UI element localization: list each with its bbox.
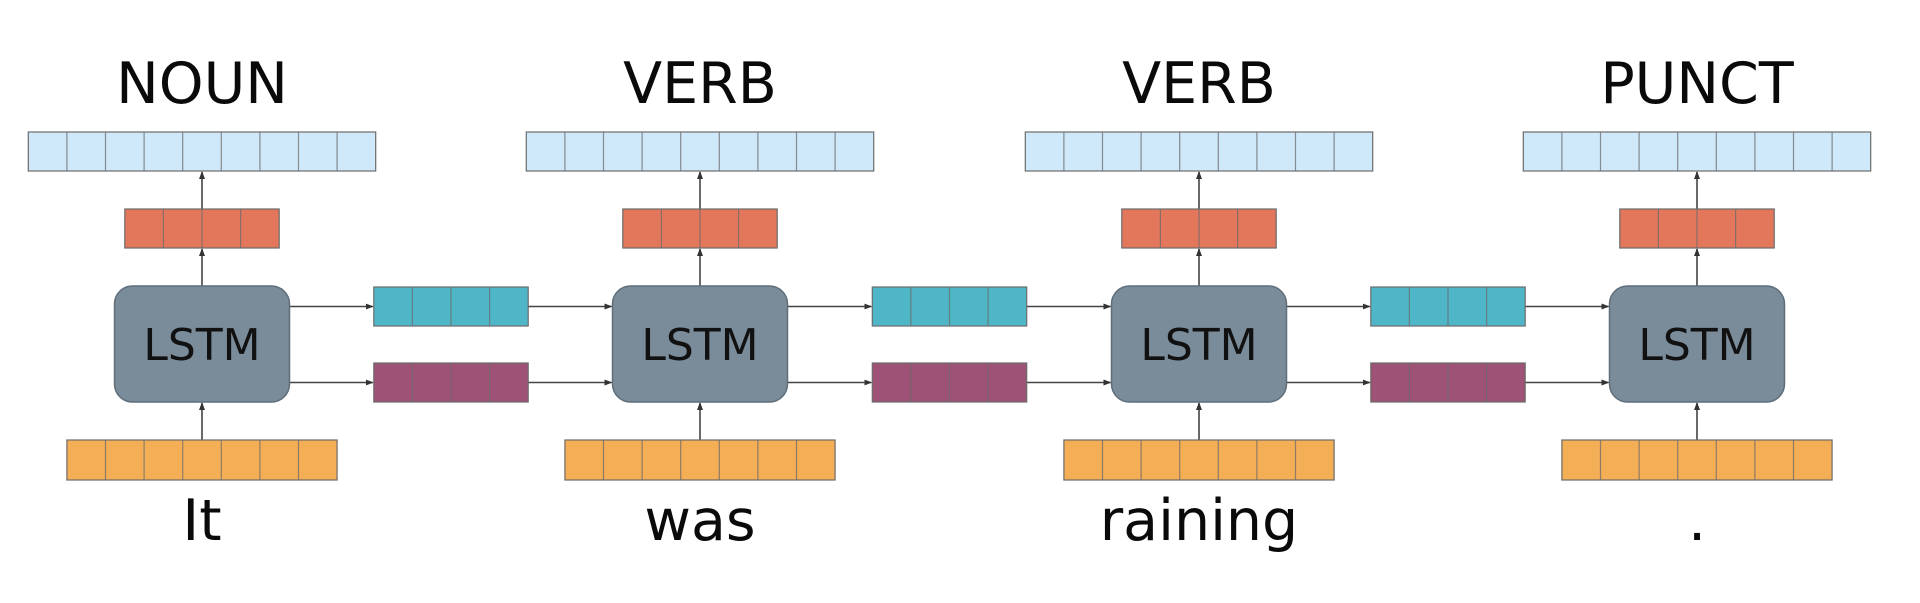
projection-vector (622, 208, 778, 249)
lstm-cell-box (1608, 285, 1786, 403)
output-distribution-vector-body (27, 131, 377, 172)
word-embedding-vector-body (1063, 439, 1335, 481)
output-distribution-vector (1522, 131, 1872, 172)
cell-state-vector (1370, 362, 1526, 403)
pos-tag-label: PUNCT (1600, 51, 1794, 117)
projection-vector (1121, 208, 1277, 249)
output-distribution-vector (1024, 131, 1374, 172)
hidden-state-vector (871, 286, 1028, 327)
output-distribution-vector-body (1024, 131, 1374, 172)
word-embedding-vector (1561, 439, 1833, 481)
output-distribution-vector-body (1522, 131, 1872, 172)
input-word: . (1688, 488, 1706, 554)
cell-state-vector (373, 362, 529, 403)
word-embedding-vector-body (564, 439, 836, 481)
lstm-cell: LSTM (1608, 285, 1786, 403)
word-embedding-vector (1063, 439, 1335, 481)
hidden-state-vector (1370, 286, 1526, 327)
lstm-cell-label: LSTM (1140, 320, 1257, 371)
pos-tag-label: VERB (1122, 51, 1276, 117)
lstm-cell: LSTM (611, 285, 789, 403)
lstm-cell: LSTM (1110, 285, 1288, 403)
input-word: was (644, 488, 755, 554)
word-embedding-vector-body (1561, 439, 1833, 481)
word-embedding-vector (564, 439, 836, 481)
cell-state-vector (871, 362, 1028, 403)
projection-vector (124, 208, 280, 249)
lstm-cell-label: LSTM (1638, 320, 1755, 371)
lstm-cell-box (113, 285, 291, 403)
pos-tag-label: VERB (623, 51, 777, 117)
lstm-cell: LSTM (113, 285, 291, 403)
nodes-layer: NOUN LSTM It VERB LSTM was VERB LSTM raining PUNC… (27, 51, 1872, 554)
input-word: raining (1100, 488, 1298, 554)
lstm-cell-label: LSTM (641, 320, 758, 371)
word-embedding-vector (66, 439, 338, 481)
output-distribution-vector (525, 131, 875, 172)
lstm-cell-box (611, 285, 789, 403)
projection-vector (1619, 208, 1775, 249)
input-word: It (182, 488, 221, 554)
lstm-cell-box (1110, 285, 1288, 403)
lstm-cell-label: LSTM (143, 320, 260, 371)
word-embedding-vector-body (66, 439, 338, 481)
output-distribution-vector (27, 131, 377, 172)
pos-tag-label: NOUN (116, 51, 288, 117)
output-distribution-vector-body (525, 131, 875, 172)
hidden-state-vector (373, 286, 529, 327)
